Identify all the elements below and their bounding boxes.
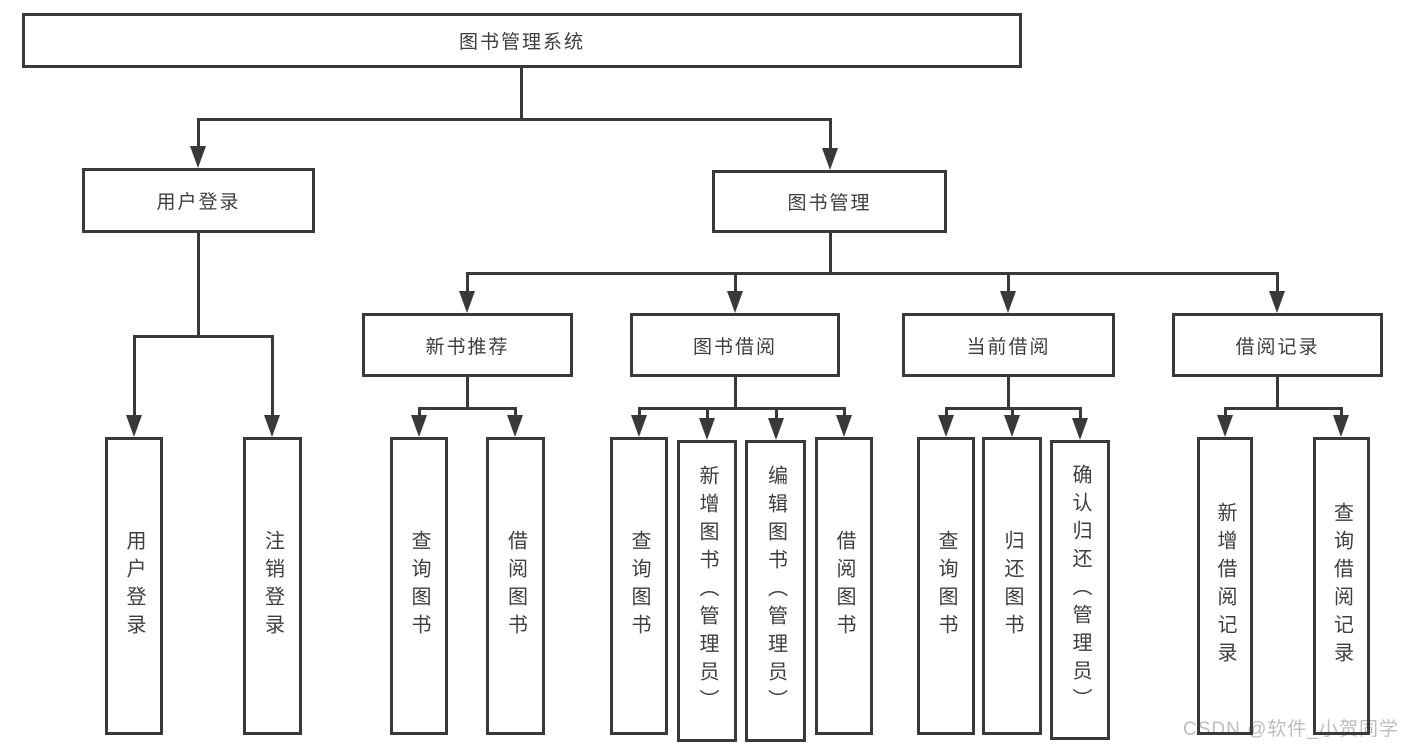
connector-rail xyxy=(638,407,845,410)
connector-drop xyxy=(1079,407,1082,420)
leaf-confirm-return-admin: 确认归还（管理员） xyxy=(1050,440,1110,740)
leaf-current-query-books: 查询图书 xyxy=(917,437,975,735)
arrow-down-icon xyxy=(1072,418,1088,440)
leaf-label: 查询借阅记录 xyxy=(1330,502,1353,670)
leaf-label: 确认归还（管理员） xyxy=(1069,464,1091,716)
connector-drop xyxy=(466,272,469,293)
arrow-down-icon xyxy=(836,415,852,437)
connector-stem xyxy=(520,68,523,121)
arrow-down-icon xyxy=(1333,415,1349,437)
arrow-down-icon xyxy=(264,415,280,437)
connector-stem xyxy=(197,233,200,338)
connector-drop xyxy=(706,407,709,420)
connector-stem xyxy=(734,377,737,410)
arrow-down-icon xyxy=(1000,291,1016,313)
leaf-label: 借阅图书 xyxy=(833,530,855,642)
connector-stem xyxy=(1007,377,1010,410)
leaf-logout: 注销登录 xyxy=(243,437,302,735)
leaf-add-books-admin: 新增图书（管理员） xyxy=(677,440,737,742)
leaf-borrowing-borrow-books: 借阅图书 xyxy=(815,437,873,735)
node-label: 图书管理 xyxy=(787,193,872,214)
leaf-user-login: 用户登录 xyxy=(105,437,163,735)
leaf-add-borrow-record: 新增借阅记录 xyxy=(1197,437,1253,735)
arrow-down-icon xyxy=(411,415,427,437)
node-label: 图书管理系统 xyxy=(458,32,585,53)
node-borrowing-records: 借阅记录 xyxy=(1172,313,1383,377)
arrow-down-icon xyxy=(1217,415,1233,437)
node-label: 用户登录 xyxy=(156,192,241,213)
leaf-return-books: 归还图书 xyxy=(982,437,1042,735)
connector-drop xyxy=(1340,407,1343,417)
connector-drop xyxy=(271,335,274,417)
connector-stem xyxy=(1276,377,1279,410)
arrow-down-icon xyxy=(699,418,715,440)
leaf-label: 查询图书 xyxy=(628,530,650,642)
arrow-down-icon xyxy=(1269,291,1285,313)
connector-drop xyxy=(775,407,778,420)
leaf-label: 查询图书 xyxy=(935,530,957,642)
connector-drop xyxy=(197,118,200,148)
connector-rail xyxy=(133,335,274,338)
arrow-down-icon xyxy=(126,415,142,437)
connector-rail xyxy=(197,118,831,121)
node-current-borrowing: 当前借阅 xyxy=(902,313,1115,377)
connector-drop xyxy=(1007,272,1010,293)
connector-drop xyxy=(843,407,846,417)
node-user-login: 用户登录 xyxy=(82,168,315,233)
connector-drop xyxy=(418,407,421,417)
connector-drop xyxy=(829,118,832,150)
arrow-down-icon xyxy=(822,148,838,170)
leaf-label: 新增借阅记录 xyxy=(1214,502,1236,670)
arrow-down-icon xyxy=(631,415,647,437)
node-label: 图书借阅 xyxy=(692,336,777,358)
arrow-down-icon xyxy=(459,291,475,313)
connector-drop xyxy=(638,407,641,417)
leaf-label: 查询图书 xyxy=(408,530,430,642)
connector-drop xyxy=(1011,407,1014,417)
leaf-query-borrow-record: 查询借阅记录 xyxy=(1313,437,1370,735)
leaf-borrowing-query-books: 查询图书 xyxy=(610,437,668,735)
connector-rail xyxy=(418,407,516,410)
leaf-label: 用户登录 xyxy=(123,530,145,642)
node-label: 新书推荐 xyxy=(425,336,510,358)
node-library-management-system: 图书管理系统 xyxy=(22,13,1022,68)
leaf-recommend-query-books: 查询图书 xyxy=(390,437,448,735)
arrow-down-icon xyxy=(938,415,954,437)
connector-drop xyxy=(945,407,948,417)
connector-rail xyxy=(466,272,1279,275)
leaf-label: 编辑图书（管理员） xyxy=(764,465,787,717)
node-book-management: 图书管理 xyxy=(712,170,947,233)
leaf-label: 新增图书（管理员） xyxy=(696,465,718,717)
connector-drop xyxy=(514,407,517,417)
node-book-borrowing: 图书借阅 xyxy=(630,313,840,377)
arrow-down-icon xyxy=(507,415,523,437)
connector-drop xyxy=(133,335,136,417)
leaf-edit-books-admin: 编辑图书（管理员） xyxy=(745,440,806,742)
leaf-recommend-borrow-books: 借阅图书 xyxy=(486,437,545,735)
arrow-down-icon xyxy=(190,146,206,168)
connector-stem xyxy=(466,377,469,410)
leaf-label: 借阅图书 xyxy=(504,530,527,642)
arrow-down-icon xyxy=(1004,415,1020,437)
connector-drop xyxy=(734,272,737,293)
node-label: 当前借阅 xyxy=(966,336,1051,358)
leaf-label: 归还图书 xyxy=(1001,530,1023,642)
arrow-down-icon xyxy=(727,291,743,313)
leaf-label: 注销登录 xyxy=(261,530,284,642)
connector-drop xyxy=(1224,407,1227,417)
node-label: 借阅记录 xyxy=(1235,336,1320,358)
connector-stem xyxy=(829,233,832,275)
connector-rail xyxy=(1224,407,1343,410)
connector-drop xyxy=(1276,272,1279,293)
node-new-book-recommend: 新书推荐 xyxy=(362,313,573,377)
arrow-down-icon xyxy=(768,418,784,440)
